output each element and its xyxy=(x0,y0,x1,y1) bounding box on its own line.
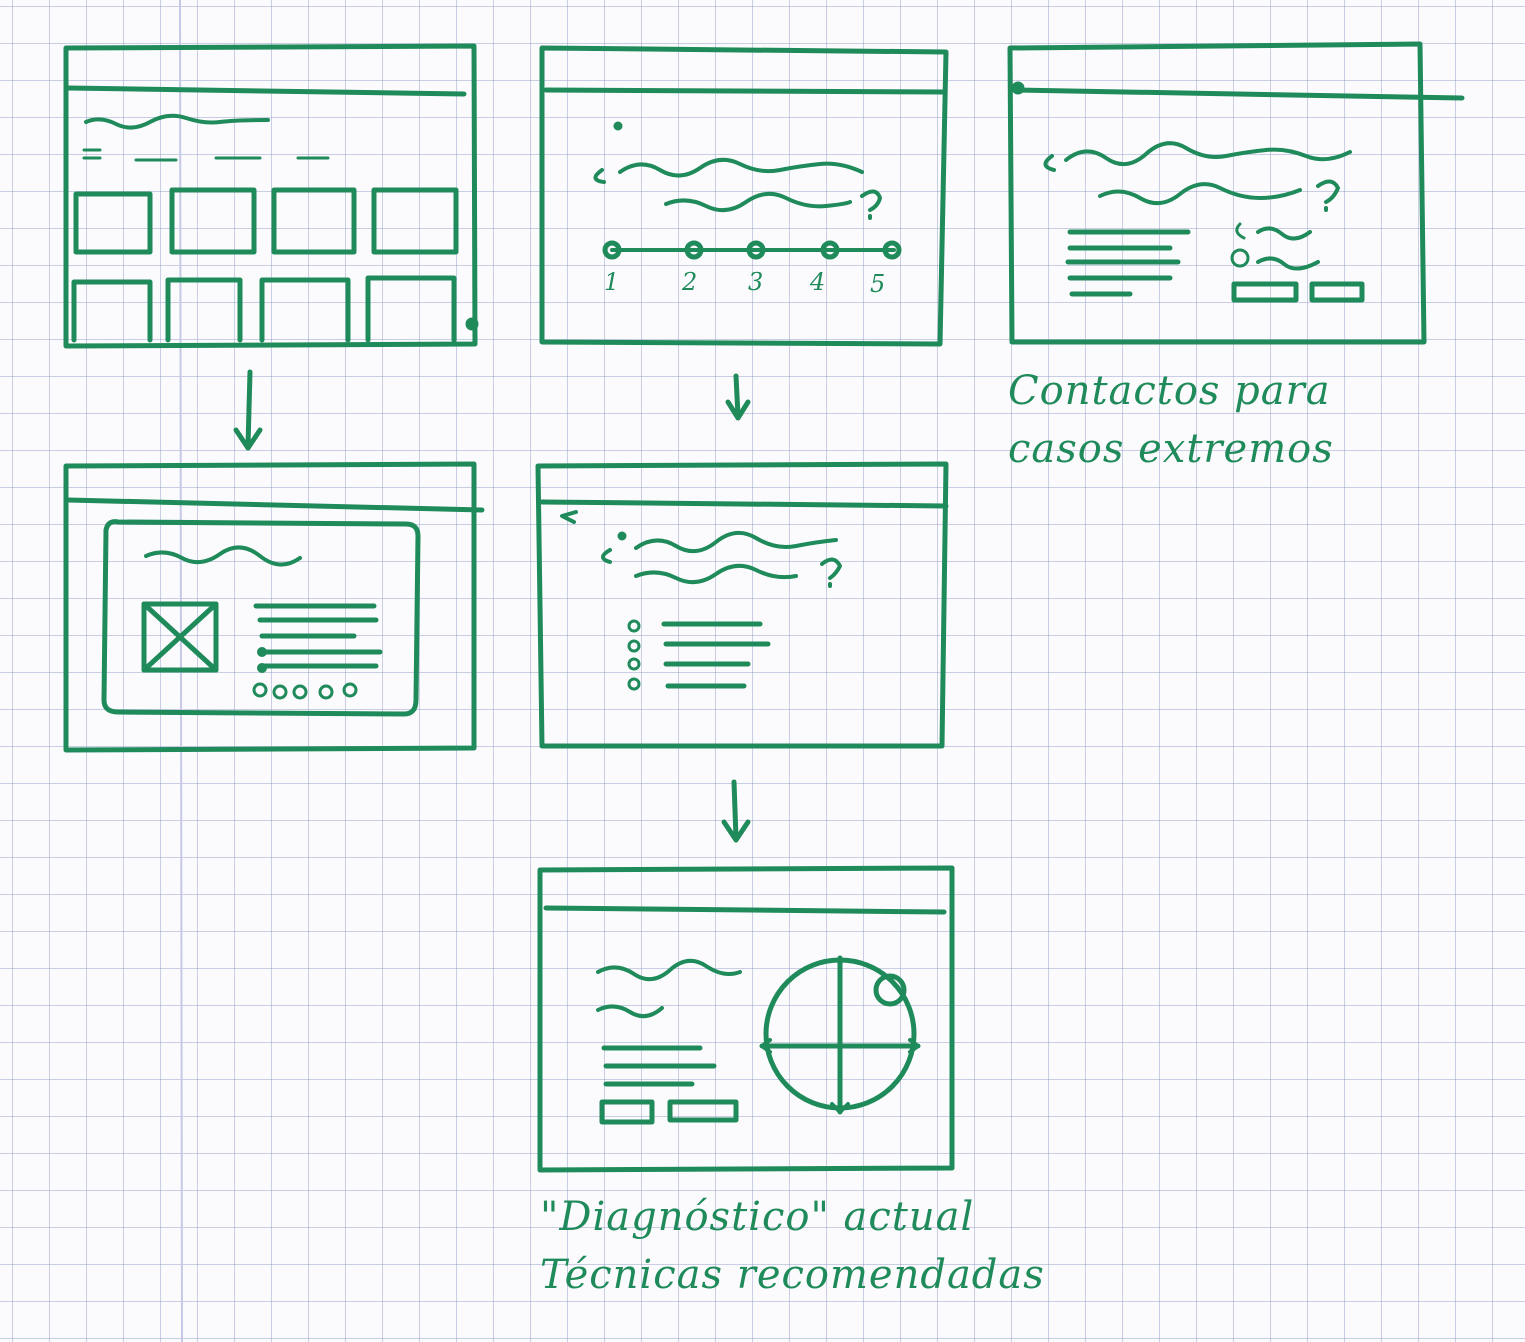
scale-label-4: 4 xyxy=(809,268,825,296)
diagnosis-note-line2: Técnicas recomendadas xyxy=(540,1252,1045,1298)
diagnosis-note-line1: "Diagnóstico" actual xyxy=(540,1194,975,1240)
wireframe-home-grid xyxy=(63,43,479,349)
scale-label-2: 2 xyxy=(681,268,697,296)
wireframe-diagnosis xyxy=(537,865,955,1173)
flow-arrow-1 xyxy=(233,369,263,451)
wireframe-contacts xyxy=(1007,41,1465,345)
flow-arrow-2 xyxy=(725,373,751,421)
wireframe-detail-card xyxy=(63,461,485,753)
contacts-note-line1: Contactos para xyxy=(1008,368,1331,414)
contacts-note-line2: casos extremos xyxy=(1008,426,1334,472)
contacts-note: Contactos para casos extremos xyxy=(1008,362,1334,478)
wireframe-question-scale xyxy=(539,45,949,347)
scale-label-5: 5 xyxy=(870,270,885,298)
wireframe-question-options xyxy=(535,461,949,749)
flow-arrow-3 xyxy=(721,779,751,843)
scale-label-1: 1 xyxy=(604,268,619,296)
diagnosis-note: "Diagnóstico" actual Técnicas recomendad… xyxy=(540,1188,1045,1304)
scale-label-3: 3 xyxy=(748,268,763,296)
